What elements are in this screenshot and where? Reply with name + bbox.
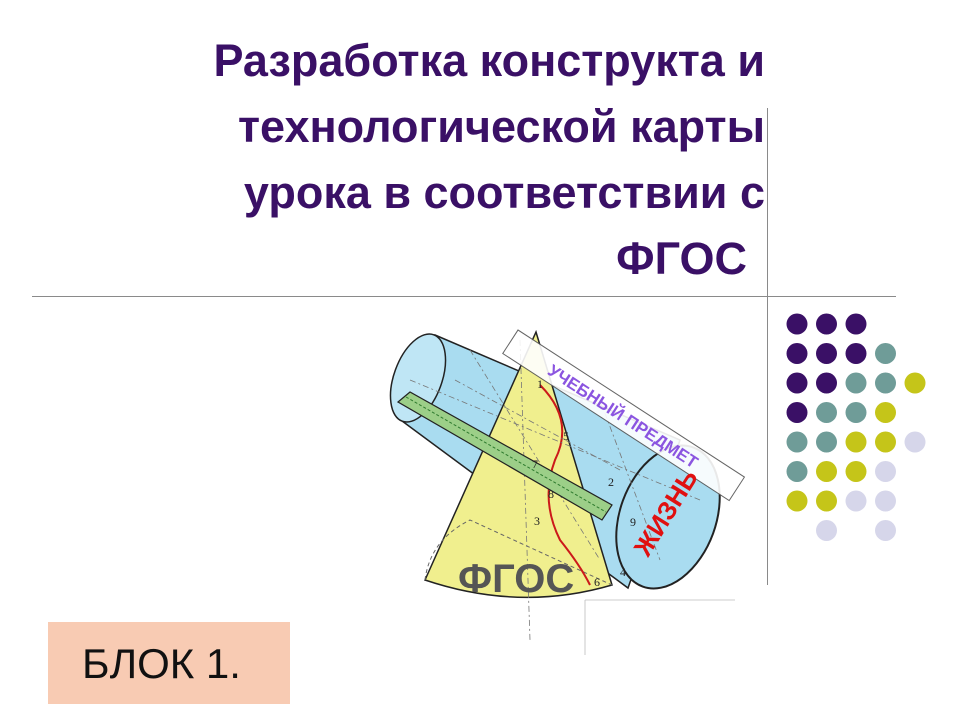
- decor-dot: [845, 402, 867, 423]
- decor-dot: [845, 490, 867, 512]
- decor-dot: [786, 402, 808, 423]
- decor-dot: [845, 431, 867, 453]
- decor-dot: [786, 490, 808, 512]
- decor-dot: [875, 461, 896, 482]
- decor-dot: [816, 490, 837, 512]
- point-number: 4: [620, 565, 626, 579]
- title-line-3: урока в соответствии с: [243, 167, 765, 218]
- decor-dot: [875, 431, 896, 453]
- decor-dot: [816, 461, 837, 482]
- decor-dot: [786, 343, 808, 364]
- decor-dot: [875, 520, 896, 541]
- point-number: 1: [537, 377, 543, 391]
- decor-dot: [845, 372, 867, 394]
- decor-dot: [816, 431, 837, 453]
- decor-dot: [875, 343, 896, 364]
- title-line-2: технологической карты: [237, 101, 765, 152]
- vertical-divider: [767, 108, 768, 585]
- decor-dot: [845, 461, 867, 482]
- decor-dot: [875, 402, 896, 423]
- decor-dot: [816, 343, 837, 364]
- block-box: БЛОК 1.: [48, 622, 290, 704]
- point-numbers: 1 2 3 4 5 6 7 8 9: [532, 377, 636, 589]
- horizontal-divider: [32, 296, 896, 297]
- block-label: БЛОК 1.: [82, 640, 241, 687]
- point-number: 5: [563, 429, 569, 443]
- decor-dot: [904, 431, 926, 453]
- intersection-curve: [539, 384, 591, 586]
- section-band: [396, 391, 613, 521]
- decor-dot: [845, 343, 867, 364]
- decor-dot: [786, 313, 808, 335]
- point-number: 3: [534, 514, 540, 528]
- title-line-1: Разработка конструкта и: [213, 35, 765, 86]
- point-number: 9: [630, 515, 636, 529]
- decor-dot: [816, 402, 837, 423]
- decor-dot: [816, 520, 837, 541]
- cone-base-curve: [424, 519, 613, 586]
- decor-dot: [904, 372, 926, 394]
- slide-title: Разработка конструкта и технологической …: [20, 28, 765, 292]
- decor-dot: [786, 372, 808, 394]
- point-number: 8: [548, 487, 554, 501]
- decor-dot: [875, 372, 896, 394]
- construction-lines: [409, 339, 701, 641]
- point-number: 6: [594, 575, 600, 589]
- fgos-label: ФГОС: [458, 557, 574, 601]
- decor-dot: [875, 490, 896, 512]
- title-line-4: ФГОС: [616, 233, 747, 284]
- point-number: 2: [608, 475, 614, 489]
- point-number: 7: [532, 457, 538, 471]
- decor-dot: [845, 313, 867, 335]
- decor-dot: [786, 461, 808, 482]
- decor-dot: [816, 372, 837, 394]
- decor-dot: [816, 313, 837, 335]
- decor-dot: [786, 431, 808, 453]
